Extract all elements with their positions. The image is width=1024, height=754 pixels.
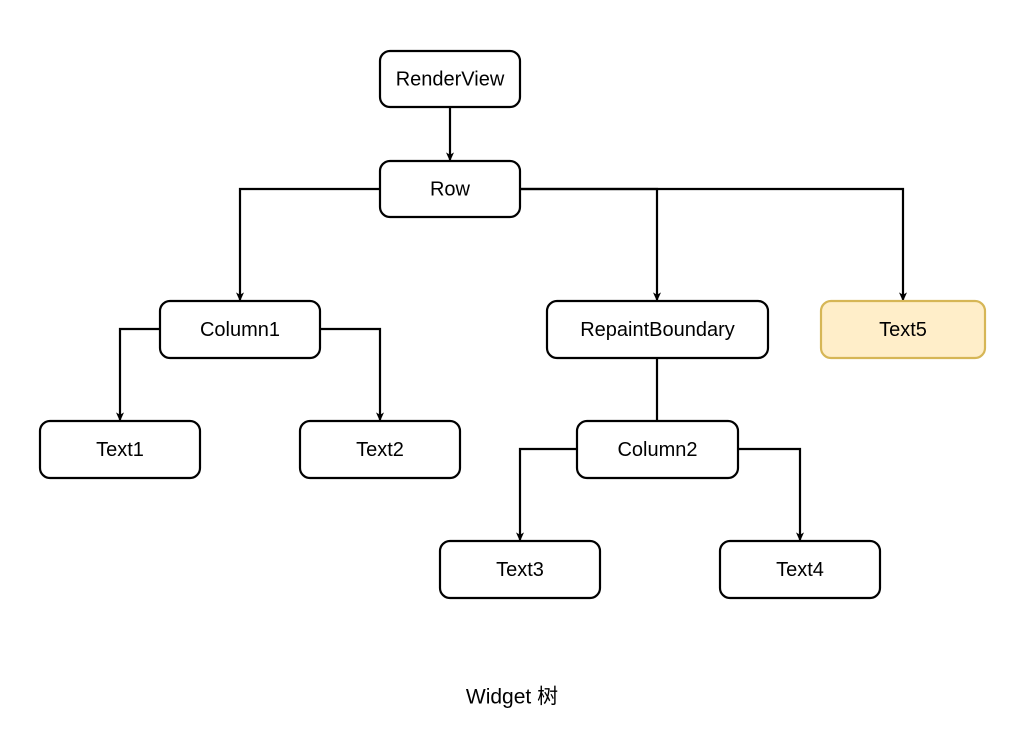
edge-row-to-text5 (520, 187, 907, 302)
node-text4[interactable]: Text4 (718, 539, 882, 600)
node-box-renderview[interactable] (378, 49, 522, 109)
node-label-text1: Text1 (96, 439, 144, 461)
node-label-text3: Text3 (496, 559, 544, 581)
edge-column2-to-text3 (516, 447, 577, 542)
edge-column1-to-text1 (116, 327, 160, 422)
node-box-text1[interactable] (38, 419, 202, 480)
node-label-text5: Text5 (879, 319, 927, 341)
node-text1[interactable]: Text1 (38, 419, 202, 480)
edges-layer (116, 107, 907, 542)
edge-row-to-column1 (236, 187, 380, 302)
node-box-text4[interactable] (718, 539, 882, 600)
node-label-renderview: RenderView (396, 68, 505, 90)
node-repaintboundary[interactable]: RepaintBoundary (545, 299, 770, 360)
node-label-text4: Text4 (776, 559, 824, 581)
node-column1[interactable]: Column1 (158, 299, 322, 360)
node-label-column1: Column1 (200, 319, 280, 341)
node-renderview[interactable]: RenderView (378, 49, 522, 109)
node-row[interactable]: Row (378, 159, 522, 219)
node-box-column2[interactable] (575, 419, 740, 480)
node-label-row: Row (430, 178, 471, 200)
node-label-text2: Text2 (356, 439, 404, 461)
node-box-row[interactable] (378, 159, 522, 219)
node-label-repaintboundary: RepaintBoundary (580, 319, 735, 341)
node-box-text3[interactable] (438, 539, 602, 600)
edge-row-to-repaintboundary (520, 187, 661, 302)
diagram-caption: Widget 树 (466, 686, 558, 709)
edge-column1-to-text2 (320, 327, 384, 422)
node-box-repaintboundary[interactable] (545, 299, 770, 360)
node-box-text2[interactable] (298, 419, 462, 480)
node-text2[interactable]: Text2 (298, 419, 462, 480)
node-box-text5[interactable] (819, 299, 987, 360)
node-label-column2: Column2 (617, 439, 697, 461)
edge-column2-to-text4 (738, 447, 804, 542)
node-text3[interactable]: Text3 (438, 539, 602, 600)
node-text5[interactable]: Text5 (819, 299, 987, 360)
node-box-column1[interactable] (158, 299, 322, 360)
node-column2[interactable]: Column2 (575, 419, 740, 480)
